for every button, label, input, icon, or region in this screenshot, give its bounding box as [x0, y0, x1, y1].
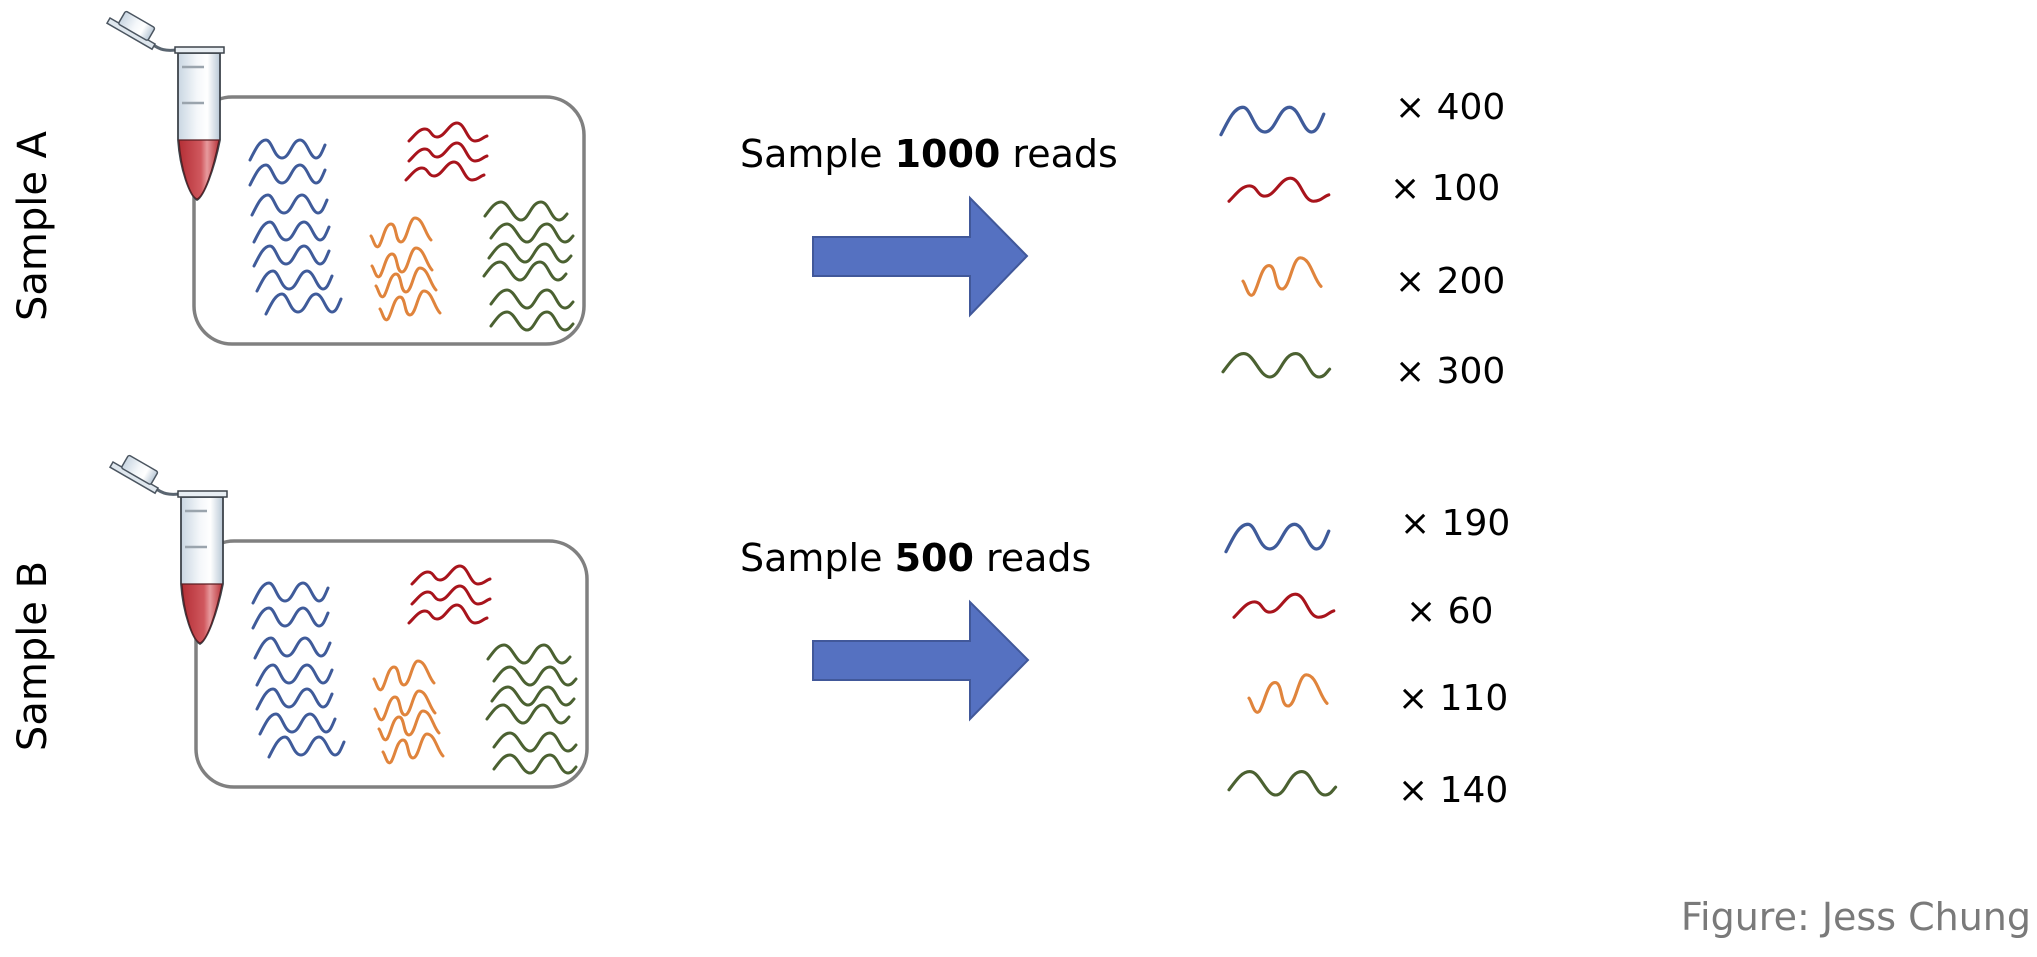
sample-a-pool-waves — [248, 121, 575, 332]
pool-species-2-wave-icon — [407, 141, 489, 163]
sample-b-arrow-icon — [812, 599, 1030, 722]
sample-b-label: Sample B — [10, 561, 56, 751]
result-item: × 190 — [1224, 503, 1510, 554]
pool-species-4-wave-icon — [486, 643, 572, 665]
result-species-2-wave-icon — [1227, 176, 1331, 203]
result-species-3-wave-icon — [1241, 256, 1323, 297]
pool-species-3-wave-icon — [369, 216, 433, 249]
pool-species-3-wave-icon — [374, 266, 438, 299]
pool-species-4-wave-icon — [492, 731, 578, 753]
reads-count: 1000 — [895, 132, 1001, 176]
pool-species-4-wave-icon — [489, 310, 575, 332]
pool-species-4-wave-icon — [490, 685, 576, 707]
pool-species-1-wave-icon — [267, 735, 346, 759]
pool-species-3-wave-icon — [381, 732, 445, 765]
pool-species-1-wave-icon — [252, 220, 331, 244]
result-species-4-wave-icon — [1221, 352, 1332, 379]
result-item: × 400 — [1219, 87, 1505, 137]
result-item: × 60 — [1232, 591, 1493, 632]
result-count-label: × 300 — [1395, 351, 1505, 392]
result-item: × 140 — [1227, 770, 1508, 811]
pool-species-2-wave-icon — [404, 160, 486, 182]
sample-b-reads-instruction: Sample 500 reads — [740, 536, 1091, 580]
pool-species-4-wave-icon — [492, 665, 578, 687]
pool-species-1-wave-icon — [251, 606, 330, 630]
pool-species-4-wave-icon — [485, 703, 571, 725]
result-item: × 110 — [1247, 673, 1508, 719]
pool-species-1-wave-icon — [251, 581, 330, 605]
reads-suffix: reads — [974, 536, 1091, 580]
sample-b-pool-waves — [251, 564, 578, 775]
pool-species-4-wave-icon — [489, 288, 575, 310]
pool-species-3-wave-icon — [370, 246, 434, 279]
pool-species-1-wave-icon — [264, 292, 343, 316]
result-species-1-wave-icon — [1224, 522, 1331, 554]
reads-suffix: reads — [1000, 132, 1117, 176]
sample-a-results: × 400 × 100 × 200 × 300 — [1219, 87, 1505, 392]
result-species-1-wave-icon — [1219, 105, 1326, 137]
sample-a-tube-icon — [105, 10, 225, 202]
result-count-label: × 110 — [1398, 678, 1508, 719]
pool-species-2-wave-icon — [410, 584, 492, 606]
tube-cap — [105, 10, 157, 51]
tube-rim — [177, 490, 228, 498]
result-item: × 200 — [1241, 256, 1505, 302]
sample-b-row: Sample B Sample 500 reads × 190 × 60 × 110… — [10, 454, 1510, 811]
pool-species-2-wave-icon — [407, 121, 489, 143]
pool-species-4-wave-icon — [489, 222, 575, 244]
reads-prefix: Sample — [740, 132, 895, 176]
reads-count: 500 — [895, 536, 974, 580]
sample-a-row: Sample A Sample 1000 reads × 400 × 100 × 2… — [10, 10, 1505, 392]
result-count-label: × 100 — [1390, 168, 1500, 209]
pool-species-1-wave-icon — [255, 687, 334, 711]
pool-species-1-wave-icon — [252, 244, 331, 268]
reads-prefix: Sample — [740, 536, 895, 580]
pool-species-1-wave-icon — [255, 269, 334, 293]
result-count-label: × 140 — [1398, 770, 1508, 811]
pool-species-1-wave-icon — [253, 636, 332, 660]
pool-species-1-wave-icon — [255, 663, 334, 687]
figure-credit: Figure: Jess Chung — [1680, 895, 2031, 939]
result-count-label: × 190 — [1400, 503, 1510, 544]
pool-species-1-wave-icon — [250, 193, 329, 217]
result-item: × 300 — [1221, 351, 1505, 392]
tube-liquid — [181, 583, 223, 644]
pool-species-4-wave-icon — [483, 200, 569, 222]
result-count-label: × 200 — [1395, 261, 1505, 302]
result-species-4-wave-icon — [1227, 770, 1338, 797]
pool-species-3-wave-icon — [378, 289, 442, 322]
sample-b-tube-icon — [108, 454, 228, 646]
result-item: × 100 — [1227, 168, 1500, 209]
pool-species-3-wave-icon — [372, 659, 436, 692]
tube-liquid — [178, 139, 220, 200]
result-count-label: × 60 — [1406, 591, 1493, 632]
pool-species-1-wave-icon — [248, 138, 327, 162]
sample-b-results: × 190 × 60 × 110 × 140 — [1224, 503, 1510, 811]
pool-species-1-wave-icon — [248, 163, 327, 187]
pool-species-4-wave-icon — [492, 753, 578, 775]
pool-species-4-wave-icon — [482, 260, 568, 282]
pool-species-2-wave-icon — [407, 603, 489, 625]
pool-species-3-wave-icon — [373, 689, 437, 722]
result-species-2-wave-icon — [1232, 592, 1336, 619]
sample-a-reads-instruction: Sample 1000 reads — [740, 132, 1118, 176]
pool-species-2-wave-icon — [410, 564, 492, 586]
tube-cap — [108, 454, 160, 495]
sample-a-label: Sample A — [10, 130, 56, 321]
result-species-3-wave-icon — [1247, 673, 1329, 714]
sample-b-pool-box — [194, 539, 589, 789]
result-count-label: × 400 — [1395, 87, 1505, 128]
sample-a-arrow-icon — [812, 195, 1029, 318]
tube-hinge — [151, 42, 177, 52]
pool-species-1-wave-icon — [258, 712, 337, 736]
tube-hinge — [154, 486, 180, 496]
pool-species-3-wave-icon — [377, 709, 441, 742]
pool-species-4-wave-icon — [487, 242, 573, 264]
tube-rim — [174, 46, 225, 54]
sample-a-pool-box — [192, 95, 586, 346]
